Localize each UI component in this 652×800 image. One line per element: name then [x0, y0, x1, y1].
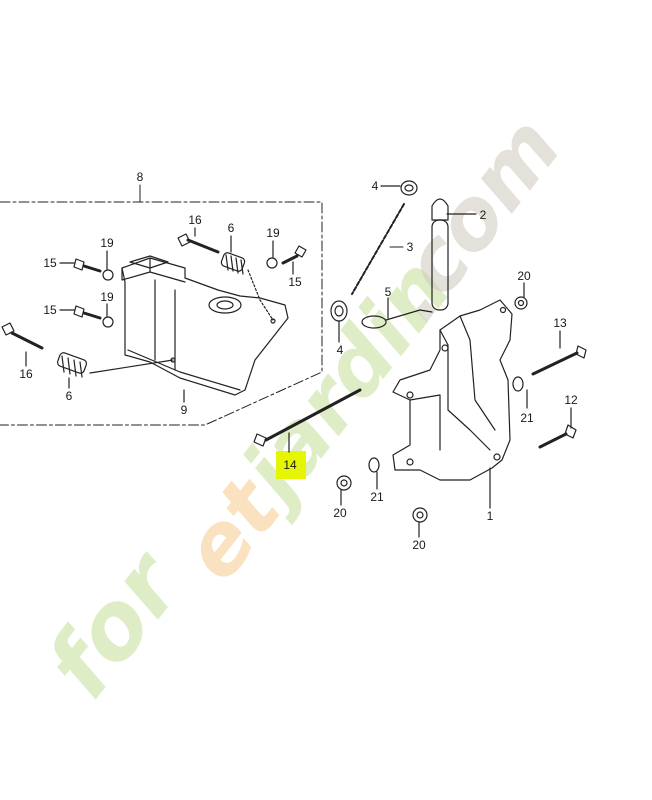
callout-15: 15: [288, 275, 302, 289]
callout-3: 3: [406, 240, 414, 254]
bolt-part-16-upper: [177, 227, 220, 254]
bolt-part-15-upper-left: [59, 250, 114, 281]
hitch-frame-part-9: [121, 255, 289, 403]
chain-part-3: [351, 203, 405, 295]
callout-14: 14: [283, 458, 297, 472]
callout-4: 4: [371, 179, 379, 193]
callout-15: 15: [43, 303, 57, 317]
callout-20: 20: [333, 506, 347, 520]
highlight-box-part-14: [276, 451, 306, 479]
callout-16: 16: [19, 367, 33, 381]
nut-part-20-top: [514, 282, 528, 310]
r-clip-part-5: [361, 297, 433, 329]
callout-20: 20: [412, 538, 426, 552]
callout-1: 1: [486, 509, 494, 523]
subassembly-box: [0, 201, 323, 426]
callout-15: 15: [43, 256, 57, 270]
bolt-part-16-lower: [1, 322, 44, 367]
callout-20: 20: [517, 269, 531, 283]
long-bolt-part-13: [531, 330, 587, 376]
split-ring-part-4-lower: [330, 300, 348, 343]
callout-21: 21: [370, 490, 384, 504]
callout-9: 9: [180, 403, 188, 417]
callout-13: 13: [553, 316, 567, 330]
callout-8: 8: [136, 170, 144, 184]
washer-part-21-mid: [368, 457, 380, 490]
bolt-part-12: [538, 407, 577, 449]
callout-12: 12: [564, 393, 578, 407]
callout-21: 21: [520, 411, 534, 425]
callout-2: 2: [479, 208, 487, 222]
hitch-pin-part-2: [431, 198, 477, 311]
through-bolt-part-14: [253, 388, 362, 453]
callout-19: 19: [100, 236, 114, 250]
nut-part-20-bottom: [412, 507, 428, 538]
callout-16: 16: [188, 213, 202, 227]
callout-6: 6: [227, 221, 235, 235]
callout-5: 5: [384, 285, 392, 299]
washer-part-21-right: [512, 376, 528, 409]
bushing-part-6-upper: [220, 235, 274, 321]
bolt-part-15-lower-left: [59, 303, 114, 328]
callout-19: 19: [266, 226, 280, 240]
callout-19: 19: [100, 290, 114, 304]
callout-6: 6: [65, 389, 73, 403]
split-ring-part-4-upper: [380, 180, 418, 196]
nut-part-20-mid: [336, 475, 352, 506]
callout-4: 4: [336, 343, 344, 357]
main-bracket-part-1: [392, 299, 513, 509]
bushing-part-6-lower: [56, 352, 174, 389]
bolt-part-15-right: [266, 240, 307, 275]
